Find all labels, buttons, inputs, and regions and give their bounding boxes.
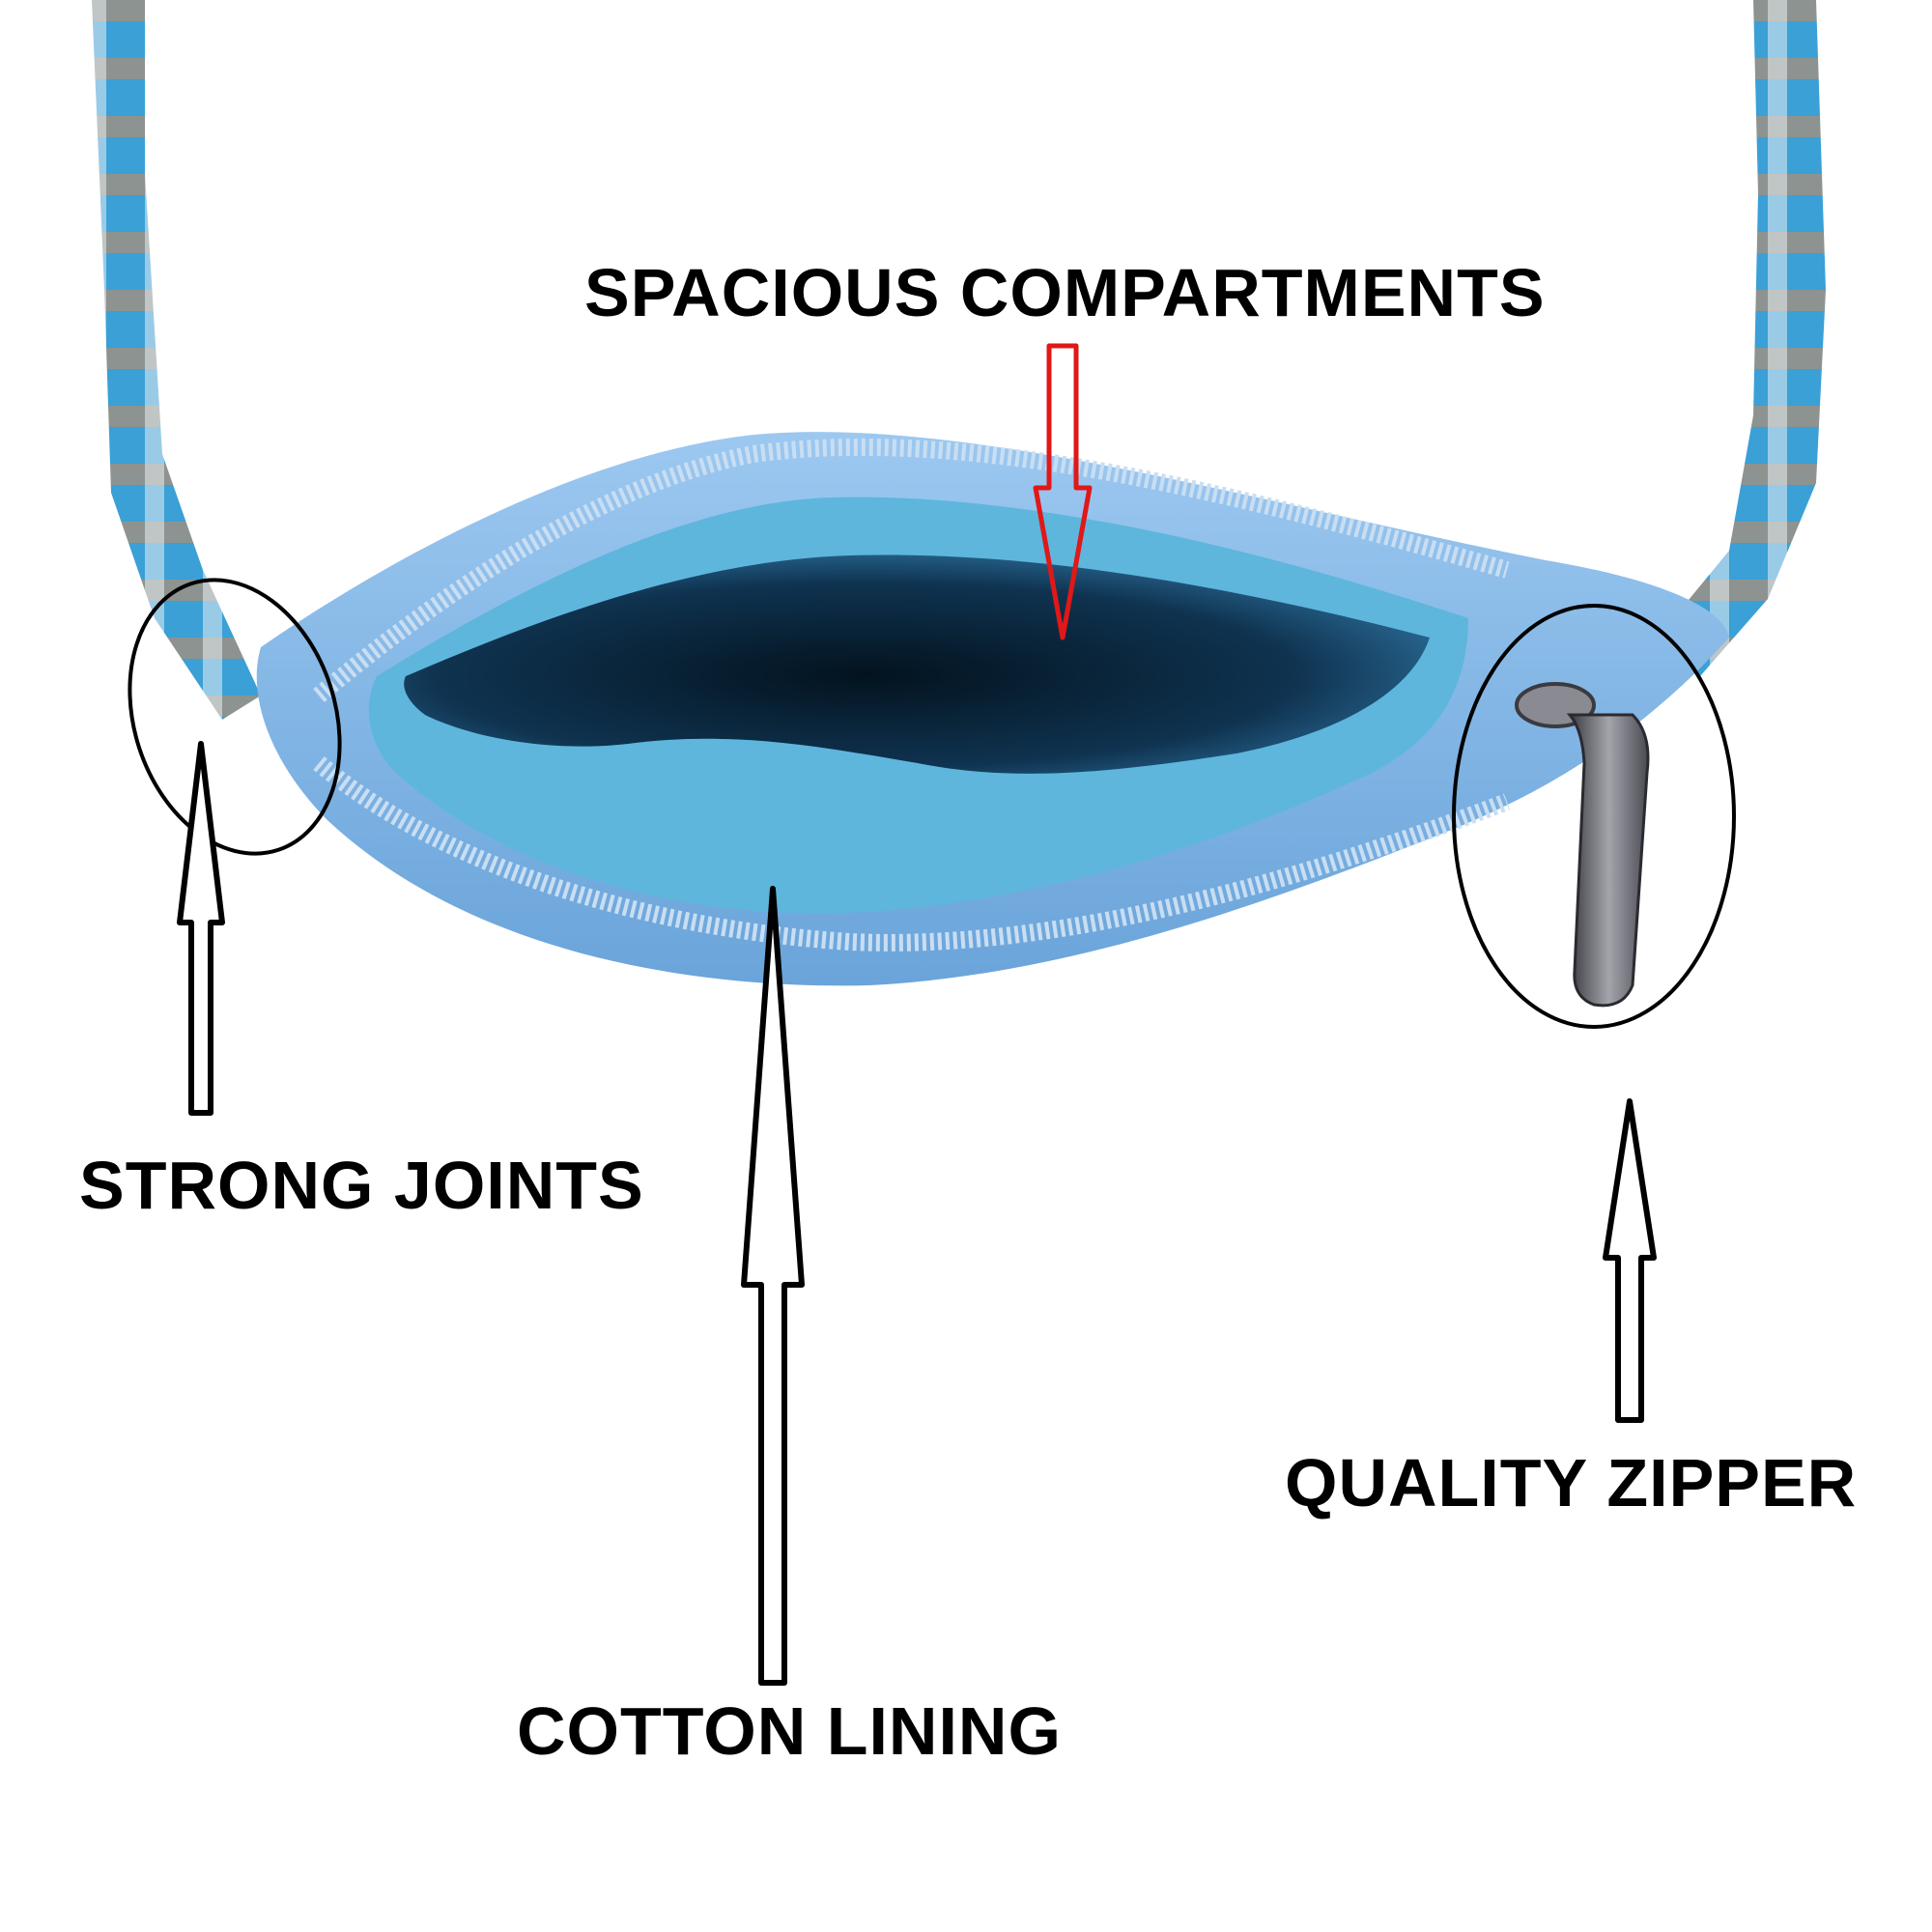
- quality-zipper-circle: [1452, 604, 1736, 1029]
- left-strap: [92, 0, 261, 720]
- spacious-compartments-label: SPACIOUS COMPARTMENTS: [584, 255, 1546, 330]
- strong-joints-circle: [128, 578, 342, 856]
- strong-joints-label: STRONG JOINTS: [79, 1148, 644, 1223]
- zipper-pull-icon: [1515, 682, 1650, 1008]
- strong-joints-arrow-icon: [177, 741, 225, 1116]
- compartment-arrow-icon: [1033, 343, 1093, 640]
- cotton-lining-label: COTTON LINING: [517, 1693, 1062, 1769]
- bag-interior: [404, 554, 1431, 774]
- zipper-top-edge: [313, 438, 1510, 702]
- zipper-bottom-edge: [313, 756, 1511, 952]
- cotton-lining-arrow-icon: [741, 886, 805, 1686]
- quality-zipper-arrow-icon: [1603, 1098, 1657, 1423]
- quality-zipper-label: QUALITY ZIPPER: [1285, 1445, 1858, 1520]
- right-strap: [1662, 0, 1826, 676]
